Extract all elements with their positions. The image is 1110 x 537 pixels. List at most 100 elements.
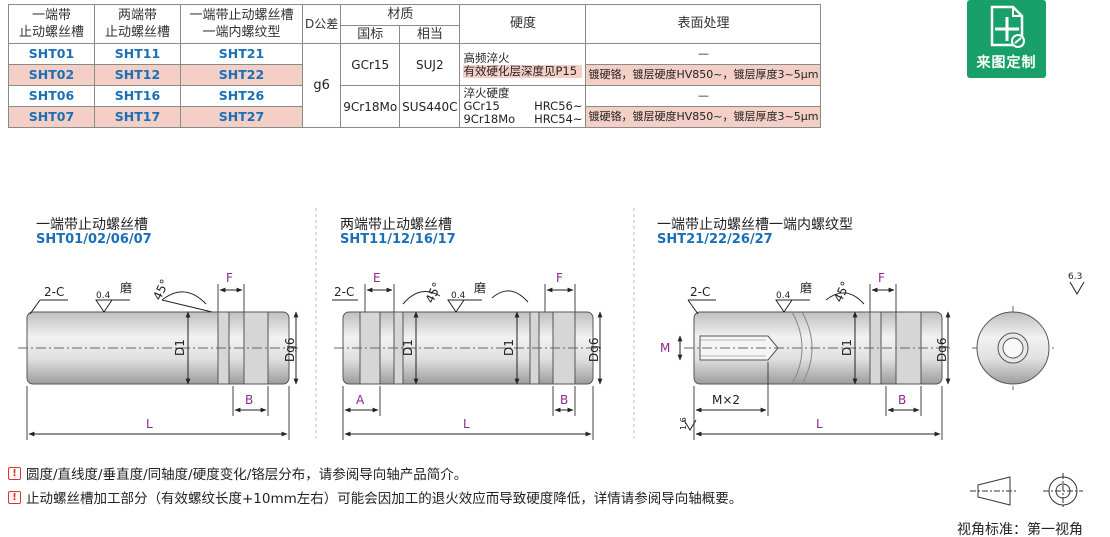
material-gb: 9Cr18Mo (340, 85, 401, 128)
label-rough: 0.4 (96, 291, 111, 301)
view-standard-label: 视角标准：第一视角 (957, 522, 1083, 537)
label-l: L (463, 417, 470, 431)
info-icon: ! (8, 490, 21, 504)
part-code[interactable]: SHT07 (8, 106, 95, 128)
hardness-quench: 淬火硬度 GCr15 HRC56~ 9Cr18Mo HRC54~ (459, 85, 587, 128)
header-both-ends-text: 两端带 止动螺丝槽 (104, 8, 170, 40)
info-icon: ! (8, 466, 21, 480)
hardness-line: 淬火硬度 (463, 86, 510, 100)
label-rough-63: 6.3 (1068, 272, 1082, 282)
note-text: 止动螺丝槽加工部分（有效螺纹长度+10mm左右）可能会因加工的退火效应而导致硬度… (26, 491, 743, 507)
label-l: L (816, 417, 823, 431)
part-code[interactable]: SHT01 (8, 43, 95, 65)
shaft-drawing-2: 2-C E 45° 0.4 磨 F D1 D1 Dg6 A B L (332, 271, 603, 440)
label-f: F (226, 271, 233, 285)
label-chamfer: 2-C (44, 285, 64, 299)
header-material-gb: 国标 (340, 25, 401, 44)
label-d1-2: D1 (502, 339, 516, 356)
part-code[interactable]: SHT11 (94, 43, 181, 65)
custom-drawing-button[interactable]: 来图定制 (967, 0, 1046, 78)
roughness-6-3-symbol: 6.3 (1068, 272, 1085, 295)
surface-value: — (585, 43, 822, 65)
drawing-subtitle: SHT01/02/06/07 (36, 232, 152, 247)
label-mx2: M×2 (712, 393, 740, 407)
material-equiv: SUS440C (399, 85, 461, 128)
table-row: SHT07 SHT17 SHT27 镀硬铬，镀层硬度HV850~，镀层厚度3~5… (8, 106, 822, 128)
hardness-value: HRC54~ (534, 112, 583, 126)
part-code[interactable]: SHT12 (94, 64, 181, 86)
header-one-end-text: 一端带 止动螺丝槽 (18, 8, 84, 40)
table-row: SHT01 SHT11 SHT21 g6 GCr15 SUJ2 高频淬火 有效硬… (8, 43, 822, 128)
header-tolerance: D公差 (301, 4, 342, 44)
label-dg6: Dg6 (935, 338, 949, 363)
header-thread-type: 一端带止动螺丝槽 一端内螺纹型 (180, 4, 303, 44)
shaft-drawing-3: 2-C 0.4 磨 45° F M D1 Dg6 M×2 B L 1.6 (660, 271, 951, 440)
label-chamfer: 2-C (690, 285, 710, 299)
badge-label: 来图定制 (976, 55, 1037, 71)
label-f: F (556, 271, 563, 285)
hardness-induction: 高频淬火 有效硬化层深度见P15 (459, 43, 587, 86)
label-grind: 磨 (474, 281, 486, 295)
tolerance-value: g6 (301, 43, 342, 128)
label-l: L (146, 417, 153, 431)
material-gb: GCr15 (340, 43, 401, 86)
material-equiv: SUJ2 (399, 43, 461, 86)
header-both-ends: 两端带 止动螺丝槽 (94, 4, 181, 44)
header-one-end: 一端带 止动螺丝槽 (8, 4, 95, 44)
label-e: E (373, 271, 381, 285)
label-grind: 磨 (800, 281, 812, 295)
note-text: 圆度/直线度/垂直度/同轴度/硬度变化/铬层分布，请参阅导向轴产品简介。 (26, 467, 468, 483)
label-a: A (356, 393, 365, 407)
header-material-equiv: 相当 (399, 25, 461, 44)
document-plus-icon (990, 5, 1025, 48)
label-f: F (878, 271, 885, 285)
part-code[interactable]: SHT26 (180, 85, 303, 107)
drawing-title: 一端带止动螺丝槽 (36, 217, 148, 233)
label-b: B (898, 393, 906, 407)
hardness-material: GCr15 (463, 99, 500, 113)
part-code[interactable]: SHT27 (180, 106, 303, 128)
header-material: 材质 (340, 4, 461, 26)
hardness-material: 9Cr18Mo (463, 112, 516, 126)
hardness-row: GCr15 HRC56~ (463, 100, 582, 113)
part-code[interactable]: SHT21 (180, 43, 303, 65)
label-b: B (560, 393, 568, 407)
end-view (972, 306, 1054, 390)
surface-value: — (585, 85, 822, 107)
hardness-line: 高频淬火 (463, 50, 510, 65)
label-dg6: Dg6 (283, 338, 297, 363)
label-angle: 45° (423, 280, 445, 305)
table-row: SHT06 SHT16 SHT26 9Cr18Mo SUS440C 淬火硬度 G… (8, 85, 822, 128)
first-angle-projection-icon (970, 473, 1083, 509)
label-d1: D1 (173, 339, 187, 356)
label-angle: 45° (831, 279, 853, 304)
part-code[interactable]: SHT17 (94, 106, 181, 128)
header-hardness: 硬度 (459, 4, 587, 44)
label-grind: 磨 (120, 281, 132, 295)
hardness-value: HRC56~ (534, 99, 583, 113)
shaft-drawing-1: 2-C 0.4 磨 45° F D1 Dg6 B L (18, 271, 299, 440)
spec-table: 一端带 止动螺丝槽 两端带 止动螺丝槽 一端带止动螺丝槽 一端内螺纹型 D公差 … (8, 4, 822, 128)
drawing-title: 一端带止动螺丝槽一端内螺纹型 (657, 217, 853, 233)
label-d1: D1 (401, 339, 415, 356)
table-row: SHT02 SHT12 SHT22 镀硬铬，镀层硬度HV850~，镀层厚度3~5… (8, 64, 822, 86)
drawing-title: 两端带止动螺丝槽 (340, 217, 452, 233)
note-item: ! 止动螺丝槽加工部分（有效螺纹长度+10mm左右）可能会因加工的退火效应而导致… (8, 487, 742, 507)
drawing-subtitle: SHT11/12/16/17 (340, 232, 456, 247)
label-rough-16: 1.6 (679, 417, 688, 430)
label-chamfer: 2-C (334, 285, 354, 299)
label-d1: D1 (840, 339, 854, 356)
note-item: ! 圆度/直线度/垂直度/同轴度/硬度变化/铬层分布，请参阅导向轴产品简介。 (8, 463, 467, 483)
drawing-subtitle: SHT21/22/26/27 (657, 232, 773, 247)
header-thread-type-text: 一端带止动螺丝槽 一端内螺纹型 (189, 8, 294, 40)
label-dg6: Dg6 (587, 338, 601, 363)
surface-value: 镀硬铬，镀层硬度HV850~，镀层厚度3~5μm (585, 64, 822, 86)
surface-value: 镀硬铬，镀层硬度HV850~，镀层厚度3~5μm (585, 106, 822, 128)
hardness-line: 有效硬化层深度见P15 (463, 64, 583, 78)
label-rough: 0.4 (776, 291, 791, 301)
label-angle: 45° (150, 277, 172, 302)
label-rough: 0.4 (451, 291, 466, 301)
label-b: B (245, 393, 253, 407)
hardness-row: 9Cr18Mo HRC54~ (463, 113, 582, 126)
